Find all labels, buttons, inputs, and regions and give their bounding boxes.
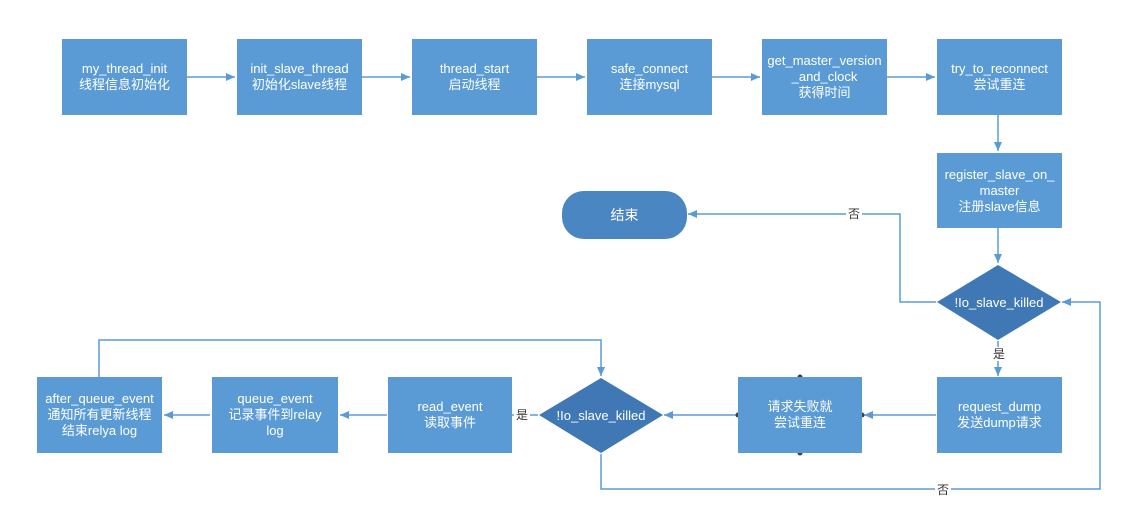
node-register-slave: register_slave_on_ master 注册slave信息 [937,153,1062,228]
edge-label-yes-down: 是 [991,347,1008,361]
node-end-terminal: 结束 [562,191,687,239]
node-get-master-version: get_master_version _and_clock 获得时间 [762,39,887,115]
decision-1-label: !Io_slave_killed [954,294,1044,310]
arrow-decision2-no-to-decision1 [600,298,1101,490]
node-thread-start: thread_start 启动线程 [412,39,537,115]
node-read-event-line2: 读取事件 [423,415,476,430]
node-my-thread-init-line1: my_thread_init [81,61,168,76]
node-read-event: read_event 读取事件 [388,377,512,453]
node-read-event-line1: read_event [417,399,483,414]
node-safe-connect: safe_connect 连接mysql [587,39,712,115]
node-retry-line1: 请求失败就 [767,399,833,414]
node-thread-start-line2: 启动线程 [448,77,501,92]
node-request-dump-line2: 发送dump请求 [957,415,1042,430]
node-queue-event-line3: log [266,423,284,438]
node-init-slave-thread-line2: 初始化slave线程 [251,77,348,92]
node-queue-event: queue_event 记录事件到relay log [212,377,338,453]
node-after-queue-event-line3: 结束relya log [61,423,138,438]
node-retry: 请求失败就 尝试重连 [738,377,862,453]
arrow-decision1-no-to-end [688,210,936,303]
node-get-master-version-line2: _and_clock [791,69,858,84]
node-try-to-reconnect: try_to_reconnect 尝试重连 [937,39,1062,115]
node-my-thread-init: my_thread_init 线程信息初始化 [62,39,187,115]
node-thread-start-line1: thread_start [439,61,510,76]
node-after-queue-event: after_queue_event 通知所有更新线程 结束relya log [37,377,162,453]
node-my-thread-init-line2: 线程信息初始化 [78,77,170,92]
node-after-queue-event-line1: after_queue_event [45,391,154,406]
node-register-slave-line3: 注册slave信息 [958,198,1041,214]
node-try-to-reconnect-line2: 尝试重连 [973,77,1026,92]
node-init-slave-thread: init_slave_thread 初始化slave线程 [237,39,362,115]
node-register-slave-line1: register_slave_on_ [944,166,1055,182]
node-safe-connect-line1: safe_connect [610,61,689,76]
node-try-to-reconnect-line1: try_to_reconnect [951,61,1048,76]
node-request-dump-line1: request_dump [957,399,1042,414]
node-get-master-version-line3: 获得时间 [798,85,851,100]
node-retry-line2: 尝试重连 [773,415,826,430]
node-get-master-version-line1: get_master_version [767,53,882,68]
decision-2-label: !Io_slave_killed [556,407,646,423]
node-after-queue-event-line2: 通知所有更新线程 [47,407,152,422]
decision-diamond-2 [539,378,663,453]
node-init-slave-thread-line1: init_slave_thread [250,61,349,76]
node-queue-event-line1: queue_event [237,391,313,406]
node-end-label: 结束 [610,207,639,223]
node-safe-connect-line2: 连接mysql [619,77,680,92]
decision-diamond-1 [937,265,1061,340]
edge-label-yes-left: 是 [514,408,531,422]
arrow-after-loop-to-decision2 [98,339,605,377]
edge-label-no-bottom: 否 [935,483,952,497]
node-request-dump: request_dump 发送dump请求 [937,377,1062,453]
edge-label-no-top: 否 [846,207,863,221]
node-register-slave-line2: master [979,182,1020,198]
node-queue-event-line2: 记录事件到relay [228,407,322,422]
